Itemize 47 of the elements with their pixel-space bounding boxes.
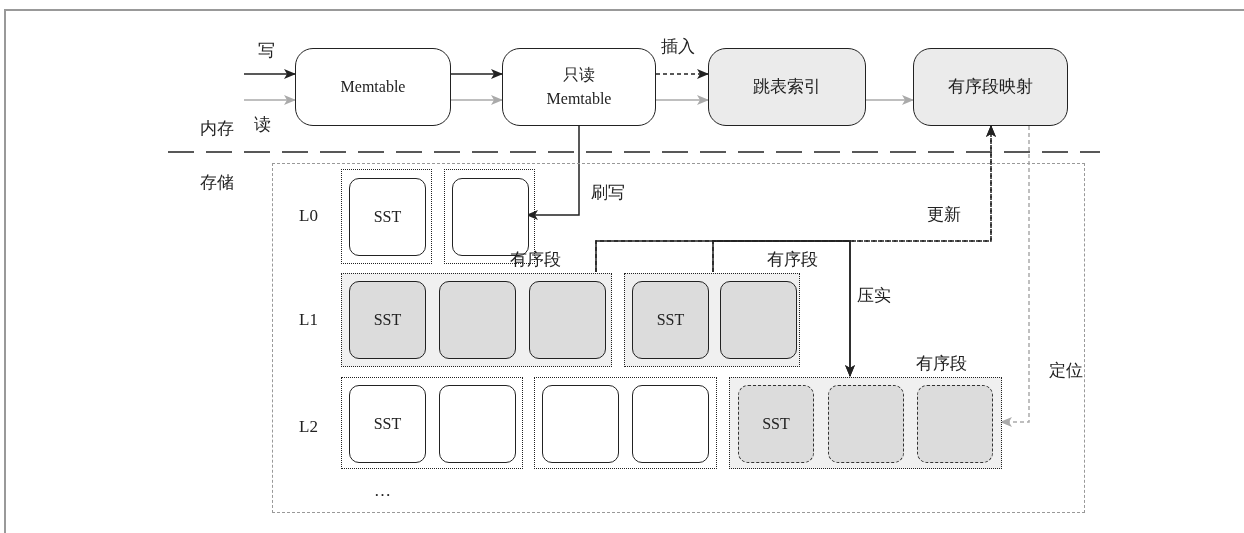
edge-label: 写 <box>257 40 276 62</box>
group-heading: 有序段 <box>510 249 561 271</box>
sst-box: SST <box>349 385 426 463</box>
edge-label: 刷写 <box>590 182 626 204</box>
arrow <box>712 240 855 377</box>
edge-label: 读 <box>253 114 272 136</box>
sst-box: SST <box>632 281 709 359</box>
process-box: Memtable <box>295 48 451 126</box>
level-label: … <box>374 480 391 502</box>
arrow <box>243 69 296 79</box>
section-label: 存储 <box>200 172 234 194</box>
sst-box: SST <box>349 281 426 359</box>
arrow <box>450 69 503 79</box>
arrow <box>450 95 503 105</box>
sst-group <box>534 377 717 469</box>
sst-box: SST <box>738 385 814 463</box>
sst-box <box>439 385 516 463</box>
edge-label: 更新 <box>926 204 962 226</box>
sst-group <box>341 169 432 264</box>
edge-label: 压实 <box>856 285 892 307</box>
sst-box <box>828 385 904 463</box>
sst-box <box>542 385 619 463</box>
level-label: L1 <box>299 309 318 331</box>
arrow <box>1000 125 1030 427</box>
arrow <box>712 125 996 273</box>
section-label: 内存 <box>200 118 234 140</box>
storage-region <box>272 163 1085 513</box>
sst-box <box>529 281 606 359</box>
level-label: L2 <box>299 416 318 438</box>
sst-box <box>917 385 993 463</box>
group-heading: 有序段 <box>916 353 967 375</box>
process-box: 有序段映射 <box>913 48 1068 126</box>
sst-box: SST <box>349 178 426 256</box>
arrow <box>655 95 709 105</box>
sst-group <box>341 377 523 469</box>
edge-label: 定位 <box>1048 360 1084 382</box>
sst-box <box>632 385 709 463</box>
arrow <box>655 69 709 79</box>
process-box: 跳表索引 <box>708 48 866 126</box>
edge-label: 插入 <box>660 36 696 58</box>
level-label: L0 <box>299 205 318 227</box>
arrow <box>243 95 296 105</box>
process-box: 只读 Memtable <box>502 48 656 126</box>
group-heading: 有序段 <box>767 249 818 271</box>
sst-box <box>439 281 516 359</box>
arrow <box>865 95 914 105</box>
sst-box <box>720 281 797 359</box>
